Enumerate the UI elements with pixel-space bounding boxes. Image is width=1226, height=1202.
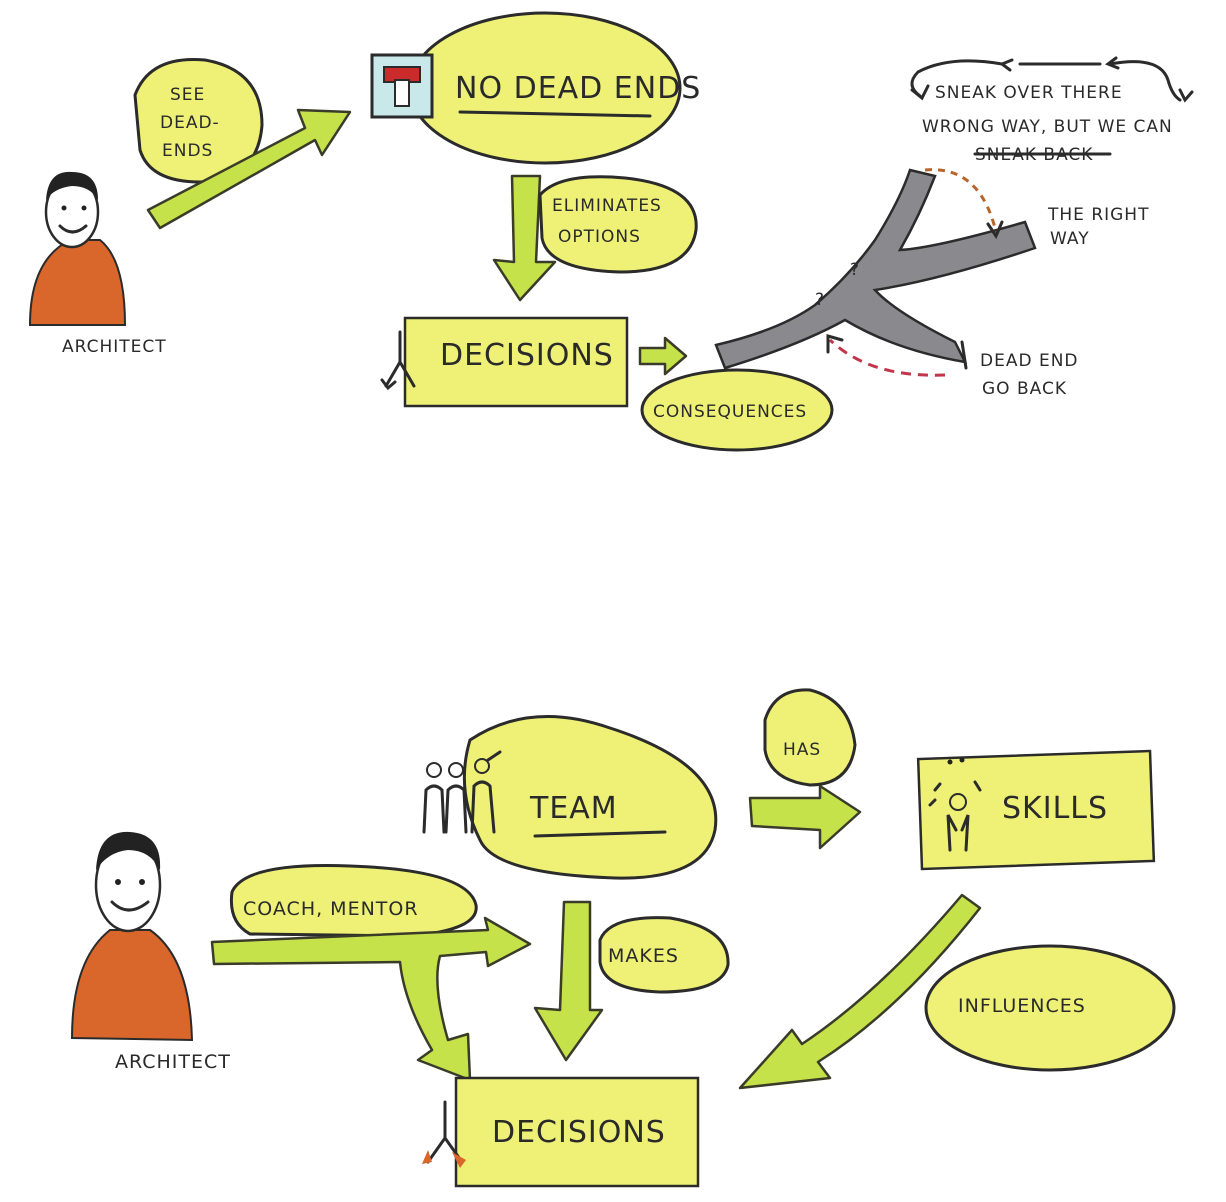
decisions-label-bottom: DECISIONS — [492, 1115, 666, 1150]
fork-decision-icon-bottom — [422, 1100, 466, 1168]
sneak-over-there-label: SNEAK OVER THERE — [935, 83, 1123, 103]
sneak-arrow-left — [910, 59, 1004, 98]
arrow-skills-to-decisions — [738, 893, 982, 1090]
sneak-arrow-right — [1108, 60, 1182, 102]
consequences-label: CONSEQUENCES — [653, 402, 807, 422]
decisions-box-bottom — [454, 1076, 700, 1188]
has-bubble — [763, 688, 857, 787]
has-label: HAS — [783, 740, 821, 760]
architect-label-top: ARCHITECT — [62, 337, 167, 357]
architect-figure-bottom — [70, 831, 194, 1042]
team-label: TEAM — [529, 791, 618, 826]
skills-person-icon — [928, 757, 982, 852]
team-bubble — [462, 715, 718, 880]
arrow-no-dead-ends-to-decisions — [492, 174, 557, 302]
branching-road-icon: ? ? — [714, 168, 1037, 377]
architect-figure-top — [28, 171, 127, 326]
question-mark-2: ? — [815, 290, 825, 310]
dead-label: DEAD- — [160, 113, 220, 133]
dead-end-sign-icon — [370, 53, 434, 119]
see-dead-ends-bubble — [133, 57, 264, 184]
arrow-to-consequences — [638, 336, 688, 376]
arrow-team-to-skills — [748, 784, 862, 850]
dead-end-label-1: DEAD END — [980, 351, 1079, 371]
options-label: OPTIONS — [558, 227, 641, 247]
fork-decision-icon-top — [380, 330, 416, 391]
question-mark-1: ? — [850, 260, 860, 280]
right-way-label-1: THE RIGHT — [1047, 205, 1149, 225]
decisions-label-top: DECISIONS — [440, 338, 614, 373]
ends-label: ENDS — [162, 141, 213, 161]
skills-label: SKILLS — [1002, 791, 1108, 826]
influences-bubble — [924, 944, 1176, 1072]
eliminates-options-bubble — [538, 175, 698, 274]
coach-mentor-bubble — [229, 864, 478, 938]
wrong-way-label: WRONG WAY, BUT WE CAN — [922, 117, 1173, 137]
eliminates-label: ELIMINATES — [552, 196, 662, 216]
decisions-box-top — [403, 316, 629, 408]
team-people-icon — [422, 750, 502, 834]
consequences-bubble — [640, 368, 834, 452]
see-label: SEE — [170, 85, 205, 105]
arrow-architect-coach-mentor — [210, 916, 532, 1082]
dead-end-label-2: GO BACK — [982, 379, 1067, 399]
makes-bubble — [598, 916, 730, 994]
right-way-label-2: WAY — [1050, 229, 1090, 249]
architect-label-bottom: ARCHITECT — [115, 1051, 231, 1073]
coach-mentor-label: COACH, MENTOR — [243, 898, 419, 920]
skills-box — [916, 749, 1156, 871]
influences-label: INFLUENCES — [958, 995, 1086, 1017]
arrow-to-no-dead-ends — [146, 108, 352, 230]
makes-label: MAKES — [608, 945, 679, 967]
arrow-team-to-decisions — [533, 900, 604, 1062]
no-dead-ends-label: NO DEAD ENDS — [455, 71, 701, 106]
